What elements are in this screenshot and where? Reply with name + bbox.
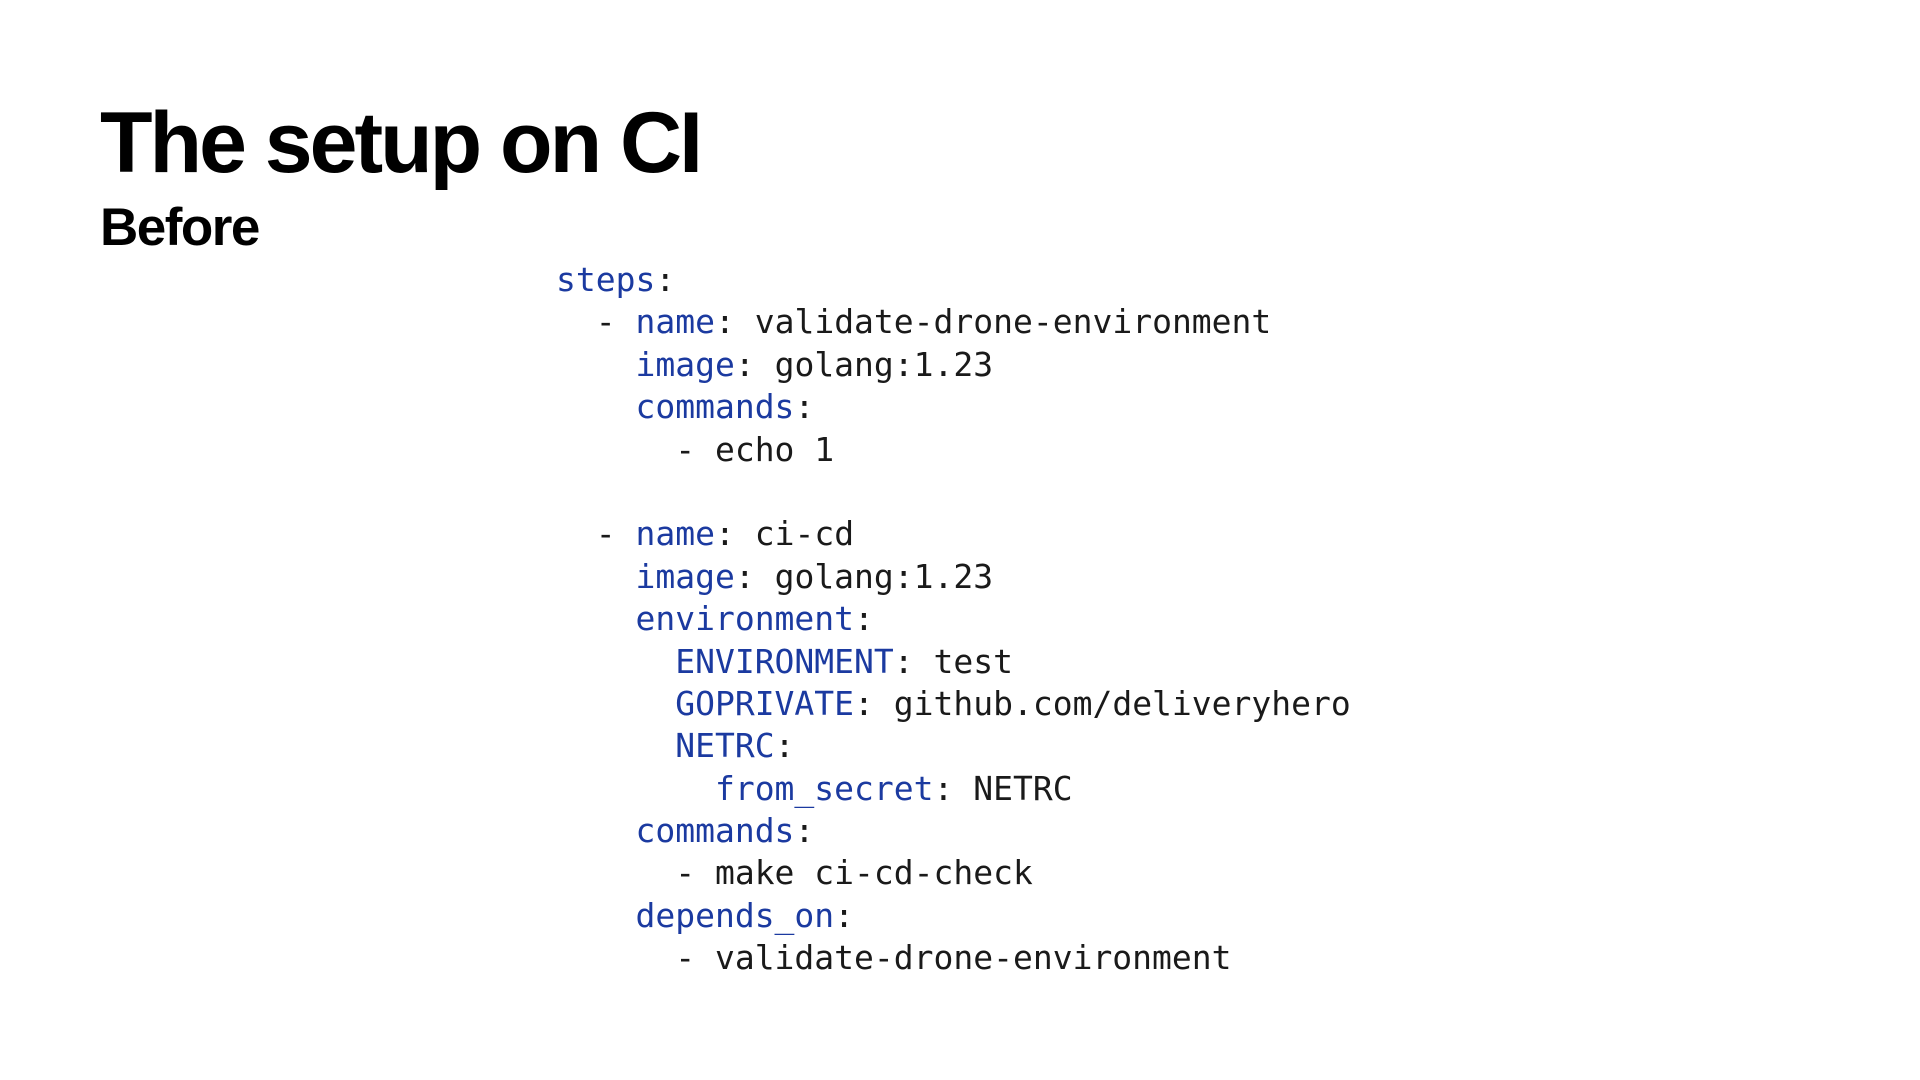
yaml-colon: : bbox=[854, 599, 874, 639]
yaml-colon: : bbox=[933, 768, 974, 808]
code-line: steps: bbox=[556, 259, 1351, 301]
code-line: commands: bbox=[556, 810, 1351, 852]
yaml-value: make ci-cd-check bbox=[714, 853, 1033, 893]
yaml-code-block: steps: - name: validate-drone-environmen… bbox=[556, 259, 1351, 980]
yaml-colon: : bbox=[734, 344, 775, 384]
yaml-key: depends_on bbox=[635, 895, 835, 935]
yaml-value: test bbox=[933, 641, 1013, 681]
code-line: - make ci-cd-check bbox=[556, 852, 1351, 894]
yaml-key: steps bbox=[556, 260, 656, 299]
code-line: ENVIRONMENT: test bbox=[556, 641, 1351, 683]
code-indent: - bbox=[556, 514, 636, 554]
yaml-key: from_secret bbox=[714, 768, 934, 808]
code-line: from_secret: NETRC bbox=[556, 768, 1351, 810]
yaml-key: ENVIRONMENT bbox=[675, 641, 894, 681]
yaml-colon: : bbox=[714, 514, 755, 554]
yaml-value: NETRC bbox=[973, 768, 1073, 808]
code-indent bbox=[556, 811, 635, 850]
slide-title: The setup on CI bbox=[100, 95, 703, 191]
yaml-key: name bbox=[635, 514, 715, 554]
code-line: GOPRIVATE: github.com/deliveryhero bbox=[556, 683, 1351, 725]
code-indent: - bbox=[556, 429, 715, 469]
yaml-key: GOPRIVATE bbox=[675, 683, 855, 723]
yaml-value: github.com/deliveryhero bbox=[893, 683, 1351, 723]
slide-subtitle: Before bbox=[100, 198, 260, 257]
code-indent: - bbox=[556, 302, 636, 342]
yaml-value: validate-drone-environment bbox=[714, 938, 1232, 978]
yaml-key: name bbox=[635, 302, 715, 342]
code-indent bbox=[556, 557, 635, 596]
code-line: - validate-drone-environment bbox=[556, 937, 1351, 979]
yaml-key: image bbox=[635, 344, 735, 384]
code-indent bbox=[556, 726, 675, 765]
yaml-colon: : bbox=[794, 387, 815, 427]
yaml-colon: : bbox=[794, 811, 815, 851]
code-indent bbox=[556, 599, 635, 638]
code-indent bbox=[556, 684, 675, 723]
code-line: - name: validate-drone-environment bbox=[556, 301, 1351, 343]
code-indent bbox=[556, 769, 715, 808]
yaml-value: validate-drone-environment bbox=[754, 302, 1272, 342]
yaml-key: environment bbox=[635, 599, 855, 639]
yaml-colon: : bbox=[655, 260, 676, 299]
code-indent bbox=[556, 642, 675, 681]
yaml-value: golang:1.23 bbox=[774, 556, 994, 596]
yaml-value: golang:1.23 bbox=[774, 344, 994, 384]
code-line: commands: bbox=[556, 386, 1351, 428]
yaml-key: image bbox=[635, 556, 735, 596]
code-line: NETRC: bbox=[556, 725, 1351, 767]
yaml-key: NETRC bbox=[675, 726, 775, 766]
code-line: - name: ci-cd bbox=[556, 513, 1351, 555]
yaml-colon: : bbox=[714, 302, 755, 342]
code-indent bbox=[556, 387, 635, 426]
yaml-colon: : bbox=[774, 726, 795, 766]
code-indent bbox=[556, 896, 635, 935]
code-indent bbox=[556, 345, 635, 384]
yaml-key: commands bbox=[635, 387, 795, 427]
code-line: depends_on: bbox=[556, 895, 1351, 937]
yaml-colon: : bbox=[893, 641, 934, 681]
yaml-colon: : bbox=[834, 895, 855, 935]
yaml-key: commands bbox=[635, 811, 795, 851]
yaml-value: echo 1 bbox=[714, 429, 835, 469]
code-line: environment: bbox=[556, 598, 1351, 640]
yaml-value: ci-cd bbox=[754, 514, 855, 554]
code-line: image: golang:1.23 bbox=[556, 344, 1351, 386]
code-line bbox=[556, 471, 1351, 513]
code-indent: - bbox=[556, 938, 715, 978]
yaml-colon: : bbox=[734, 556, 775, 596]
yaml-colon: : bbox=[854, 683, 894, 723]
code-indent: - bbox=[556, 853, 715, 893]
code-line: image: golang:1.23 bbox=[556, 556, 1351, 598]
code-line: - echo 1 bbox=[556, 429, 1351, 471]
